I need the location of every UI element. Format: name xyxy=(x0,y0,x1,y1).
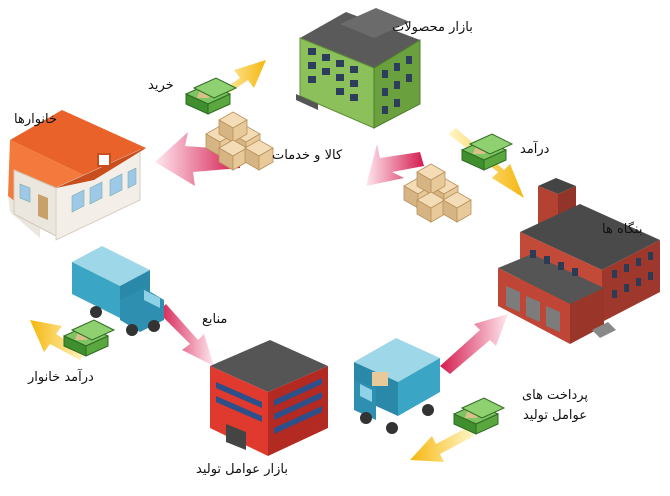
household-house xyxy=(8,110,146,241)
label-households: خانوارها xyxy=(14,112,58,127)
goods-boxes-right xyxy=(404,164,471,222)
label-purchase: خرید xyxy=(148,78,174,93)
label-factor-payments: پرداخت های عوامل تولید xyxy=(500,386,610,426)
money-stack-purchase xyxy=(185,77,237,115)
resources-truck xyxy=(72,246,164,336)
firms-factory xyxy=(498,178,660,344)
goods-arrow-to-households xyxy=(155,132,240,186)
product-market-building xyxy=(296,8,421,129)
label-household-income: درآمد خانوار xyxy=(28,370,94,385)
factor-payments-arrow xyxy=(410,426,474,462)
factor-market-building xyxy=(210,340,328,456)
resources-arrow xyxy=(158,304,214,366)
factor-arrow-to-firms xyxy=(440,314,508,374)
label-factor-market: بازار عوامل تولید xyxy=(196,462,288,477)
label-revenue: درآمد xyxy=(520,142,550,157)
label-firms: بنگاه ها xyxy=(602,222,643,237)
label-factor-payments-line1: پرداخت های xyxy=(521,388,589,403)
label-resources: منابع xyxy=(202,312,228,327)
label-product-market: بازار محصولات xyxy=(392,20,473,35)
goods-arrow-from-firms xyxy=(366,144,424,186)
money-stack-revenue xyxy=(461,133,513,171)
money-stack-factor-payments xyxy=(453,397,505,435)
revenue-arrow xyxy=(448,128,524,198)
factor-truck xyxy=(354,338,440,434)
label-factor-payments-line2: عوامل تولید xyxy=(522,408,588,423)
label-goods-services: کالا و خدمات xyxy=(272,148,343,163)
